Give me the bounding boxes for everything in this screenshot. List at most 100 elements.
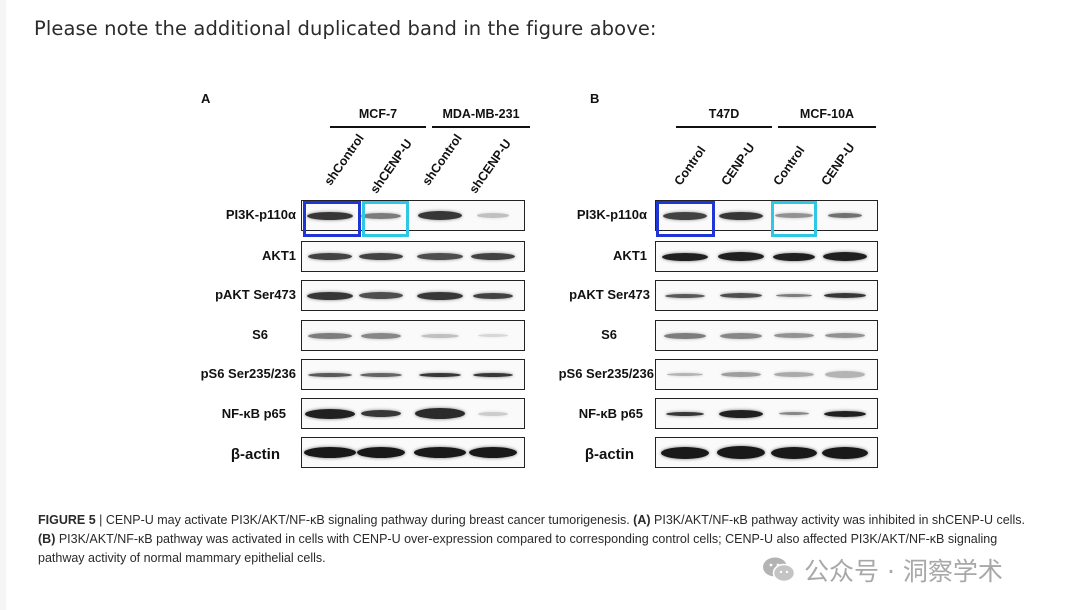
panel-a-row-label-7: β-actin [230,446,280,463]
blot-band [718,252,764,261]
blot-band [663,211,707,220]
blot-band [824,293,866,298]
blot-band [667,373,703,376]
blot-band [471,253,515,260]
blot-band [415,408,465,419]
panel-a-group-1-line [330,126,426,128]
blot-band [720,332,762,339]
blot-band [419,372,461,377]
panel-b-row-label-2: AKT1 [613,248,647,263]
blot-band [824,410,866,417]
panel-b-row-label-3: pAKT Ser473 [569,287,650,302]
blot-band [360,372,402,377]
blot-band [773,252,815,261]
panel-a-row-label-2: AKT1 [262,248,296,263]
blot-band [414,447,466,458]
blot-band [357,447,405,458]
figure-caption: FIGURE 5 | CENP-U may activate PI3K/AKT/… [38,511,1038,568]
panel-b-row-label-5: pS6 Ser235/236 [558,366,654,381]
caption-a-label: (A) [633,513,651,527]
panel-b-row-label-6: NF-κB p65 [578,406,643,421]
panel-a-letter: A [201,91,211,106]
blot-band [478,334,508,337]
panel-a-group-2: MDA-MB-231 [442,107,520,121]
panel-b-col-4: CENP-U [818,140,858,188]
blot-band [361,332,401,339]
caption-text-1: CENP-U may activate PI3K/AKT/NF-κB signa… [105,513,634,527]
blot-band [473,292,513,299]
blot-band [665,293,705,298]
panel-b-group-1: T47D [708,107,740,121]
blot-band [721,372,761,377]
blot-band [825,371,865,378]
panel-a-col-1: shControl [321,131,367,188]
panel-b-group-2: MCF-10A [799,107,855,121]
panel-b-row-label-4: S6 [601,327,617,342]
panel-b-col-2: CENP-U [718,140,758,188]
panel-a-row-label-6: NF-κB p65 [221,406,286,421]
caption-label: FIGURE 5 [38,513,96,527]
blot-band [720,293,762,298]
blot-band [774,372,814,377]
blot-band [719,211,763,220]
panel-a-row-label-1: PI3K-p110α [225,207,296,222]
blot-band [359,292,403,299]
panel-a-row-label-3: pAKT Ser473 [215,287,296,302]
blot-band [822,446,868,459]
panel-a-group-1: MCF-7 [358,107,398,121]
blot-box [655,359,878,390]
blot-band [361,212,401,219]
panel-b-group-2-line [778,126,876,128]
caption-text-3: PI3K/AKT/NF-κB pathway was activated in … [38,532,998,565]
blot-band [664,332,706,339]
panel-a-row-label-4: S6 [252,327,268,342]
panel-b-group-1-line [676,126,772,128]
blot-band [304,447,356,458]
blot-band [359,253,403,260]
blot-band [661,446,709,459]
blot-band [417,291,463,300]
wechat-icon [763,557,796,583]
watermark: 公众号 · 洞察学术 [762,552,1003,588]
panel-a-row-label-5: pS6 Ser235/236 [200,366,296,381]
panel-a-col-3: shControl [419,131,465,188]
panel-b-col-3: Control [770,143,808,188]
blot-band [717,446,765,459]
blot-band [473,372,513,377]
blot-band [719,409,763,418]
duplicate-band-highlight [771,201,817,237]
caption-sep: | [95,513,106,527]
note-text: Please note the additional duplicated ba… [34,17,657,40]
blot-band [417,253,463,260]
blot-band [666,411,704,416]
panel-a-col-4: shCENP-U [466,136,514,196]
blot-band [308,332,352,339]
caption-text-2: PI3K/AKT/NF-κB pathway activity was inhi… [650,513,1025,527]
blot-band [828,213,862,218]
blot-band [774,333,814,338]
blot-band [418,211,462,220]
blot-band [771,446,817,459]
blot-band [307,211,353,220]
blot-band [307,291,353,300]
panel-b-row-label-7: β-actin [584,446,634,463]
blot-band [776,294,812,297]
blot-band [823,252,867,261]
duplicate-band-highlight [656,201,715,237]
blot-band [477,213,509,218]
blot-band [469,447,517,458]
watermark-text: 公众号 · 洞察学术 [804,557,1003,586]
blot-band [825,333,865,338]
blot-band [308,372,352,377]
caption-b-label: (B) [38,532,56,546]
blot-band [361,410,401,417]
panel-b-row-label-1: PI3K-p110α [576,207,647,222]
blot-band [662,252,708,261]
blot-band [478,411,508,416]
panel-b-col-1: Control [671,143,709,188]
panel-b-letter: B [590,91,600,106]
blot-band [308,253,352,260]
blot-band [421,333,459,338]
blot-band [775,213,813,218]
